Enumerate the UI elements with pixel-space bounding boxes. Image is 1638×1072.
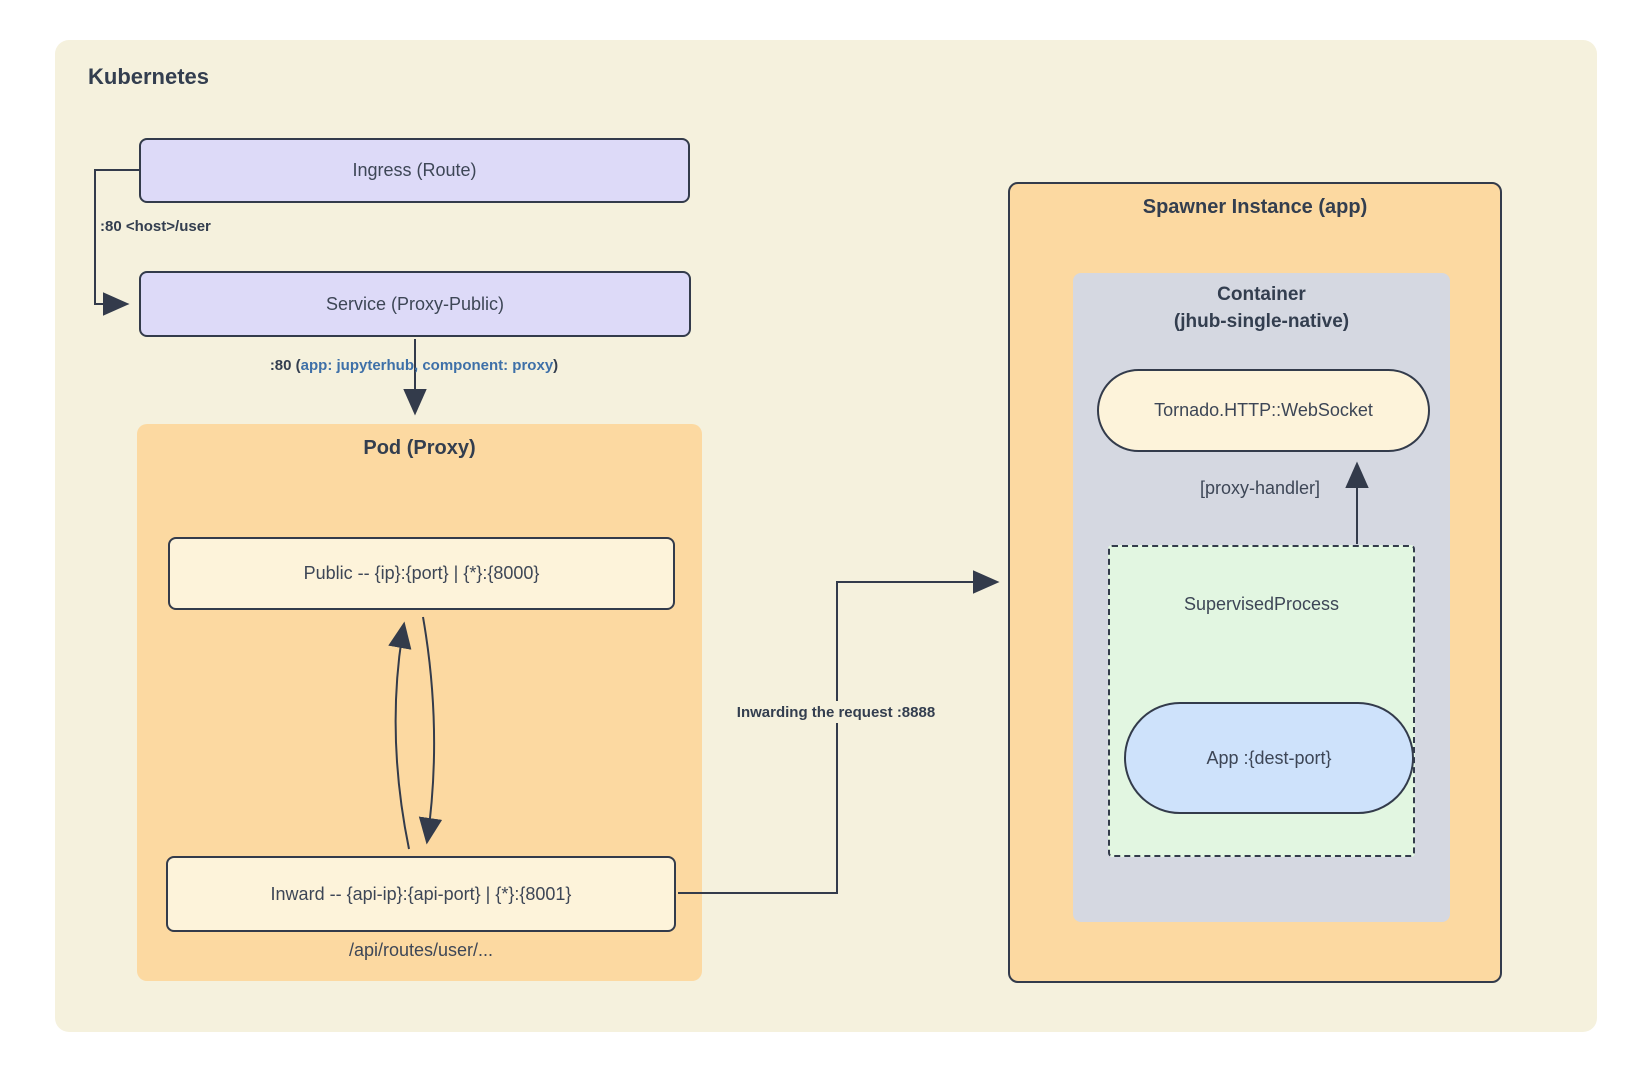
edge-label-service-pod: :80 (app: jupyterhub, component: proxy)	[258, 357, 570, 374]
container-title-line2: (jhub-single-native)	[1173, 311, 1350, 332]
edge-label-host-user: :80 <host>/user	[100, 218, 211, 235]
edge-label-service-pod-selector: app: jupyterhub, component: proxy	[300, 357, 554, 374]
websocket-node: Tornado.HTTP::WebSocket	[1097, 369, 1430, 452]
ingress-node: Ingress (Route)	[139, 138, 690, 203]
websocket-label: Tornado.HTTP::WebSocket	[1154, 400, 1373, 420]
proxy-handler-label: [proxy-handler]	[1199, 478, 1321, 498]
kubernetes-title: Kubernetes	[88, 64, 210, 89]
public-node: Public -- {ip}:{port} | {*}:{8000}	[168, 537, 675, 610]
service-label: Service (Proxy-Public)	[325, 293, 505, 314]
service-node: Service (Proxy-Public)	[139, 271, 691, 337]
public-label: Public -- {ip}:{port} | {*}:{8000}	[303, 563, 540, 583]
container-title-line1: Container	[1217, 284, 1306, 305]
inward-node: Inward -- {api-ip}:{api-port} | {*}:{800…	[166, 856, 676, 932]
edge-label-inwarding: Inwarding the request :8888	[706, 701, 966, 723]
app-node: App :{dest-port}	[1124, 702, 1414, 814]
edge-label-service-pod-prefix: :80 (	[269, 357, 301, 374]
spawner-instance-title: Spawner Instance (app)	[1142, 196, 1368, 218]
routes-note: /api/routes/user/...	[348, 940, 494, 960]
ingress-label: Ingress (Route)	[352, 160, 477, 180]
supervised-process-title: SupervisedProcess	[1183, 594, 1340, 614]
app-label: App :{dest-port}	[1206, 747, 1332, 768]
pod-proxy-title: Pod (Proxy)	[363, 437, 476, 459]
edge-label-service-pod-suffix: )	[553, 357, 559, 374]
inward-label: Inward -- {api-ip}:{api-port} | {*}:{800…	[270, 883, 572, 904]
